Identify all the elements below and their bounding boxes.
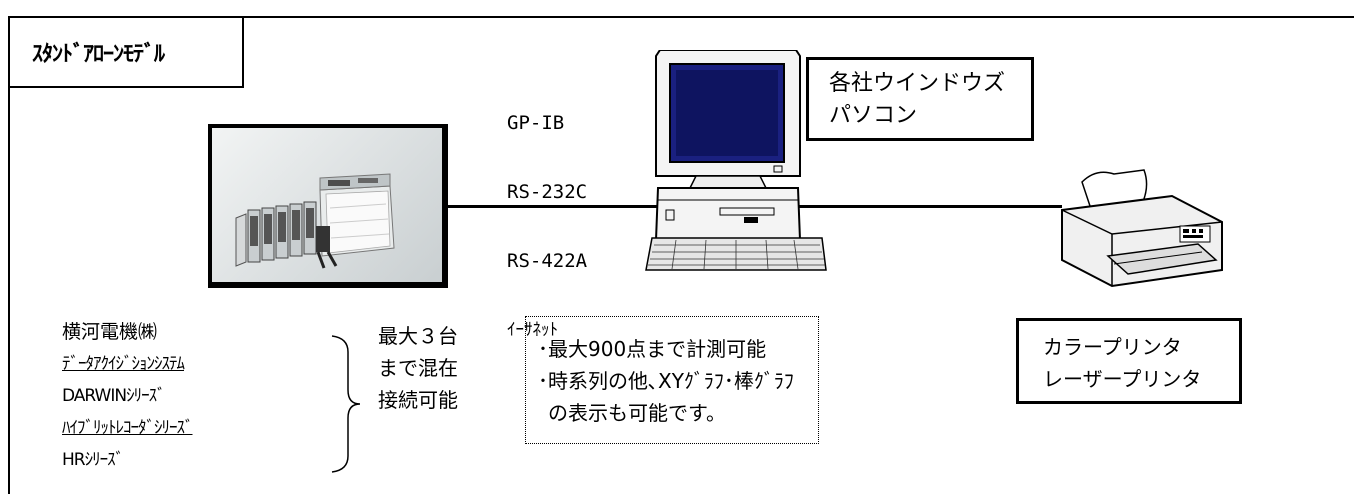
spec-box: ･最大900点まで計測可能 ･時系列の他､XYｸﾞﾗﾌ･棒ｸﾞﾗﾌ の表示も可能…	[525, 316, 819, 444]
pc-label-box: 各社ウインドウズ パソコン	[806, 57, 1034, 141]
spec-line2: ･時系列の他､XYｸﾞﾗﾌ･棒ｸﾞﾗﾌ	[538, 369, 794, 393]
interface-gpib: GP-IB	[507, 112, 565, 134]
connection-line-pc-printer	[790, 205, 1062, 208]
maker-name: 横河電機㈱	[62, 321, 158, 343]
interface-rs232c: RS-232C	[507, 181, 588, 203]
connection-line-device-pc	[448, 205, 658, 208]
printer-label-box: カラープリンタ レーザープリンタ	[1016, 318, 1242, 404]
pc-label-line2: パソコン	[829, 103, 918, 128]
interface-rs422a: RS-422A	[507, 250, 588, 272]
curly-brace	[326, 334, 366, 474]
interface-ethernet: ｲｰｻﾈｯﾄ	[507, 320, 558, 340]
device-illustration	[235, 173, 395, 269]
printer-label-line1: カラープリンタ	[1043, 335, 1182, 359]
device-list: 横河電機㈱ ﾃﾞｰﾀｱｸｲｼﾞｼｮﾝｼｽﾃﾑ DARWINｼﾘｰｽﾞ ﾊｲﾌﾞﾘ…	[62, 316, 193, 476]
series-darwin: DARWINｼﾘｰｽﾞ	[62, 386, 166, 406]
max-connect-note: 最大３台 まで混在 接続可能	[378, 320, 458, 416]
printer-label-line2: レーザープリンタ	[1043, 367, 1202, 391]
pc-label-line1: 各社ウインドウズ	[829, 71, 1006, 96]
frame-top-border	[8, 16, 1354, 18]
spec-line3: の表示も可能です。	[548, 401, 726, 425]
interface-list: GP-IB RS-232C RS-422A ｲｰｻﾈｯﾄ	[507, 66, 587, 365]
max-connect-line2: まで混在	[378, 356, 458, 380]
max-connect-line1: 最大３台	[378, 324, 458, 348]
title-box: ｽﾀﾝﾄﾞｱﾛｰﾝﾓﾃﾞﾙ	[8, 16, 244, 88]
data-acquisition-device-image	[208, 124, 448, 288]
product-hybrid-recorder: ﾊｲﾌﾞﾘｯﾄﾚｺｰﾀﾞｼﾘｰｽﾞ	[62, 418, 193, 438]
diagram-title: ｽﾀﾝﾄﾞｱﾛｰﾝﾓﾃﾞﾙ	[32, 42, 165, 67]
series-hr: HRｼﾘｰｽﾞ	[62, 450, 124, 470]
spec-line1: ･最大900点まで計測可能	[538, 337, 767, 361]
printer-icon	[1052, 164, 1228, 294]
desktop-pc-icon	[636, 49, 836, 282]
max-connect-line3: 接続可能	[378, 388, 458, 412]
product-data-acquisition: ﾃﾞｰﾀｱｸｲｼﾞｼｮﾝｼｽﾃﾑ	[62, 354, 185, 374]
frame-left-border	[8, 16, 10, 494]
